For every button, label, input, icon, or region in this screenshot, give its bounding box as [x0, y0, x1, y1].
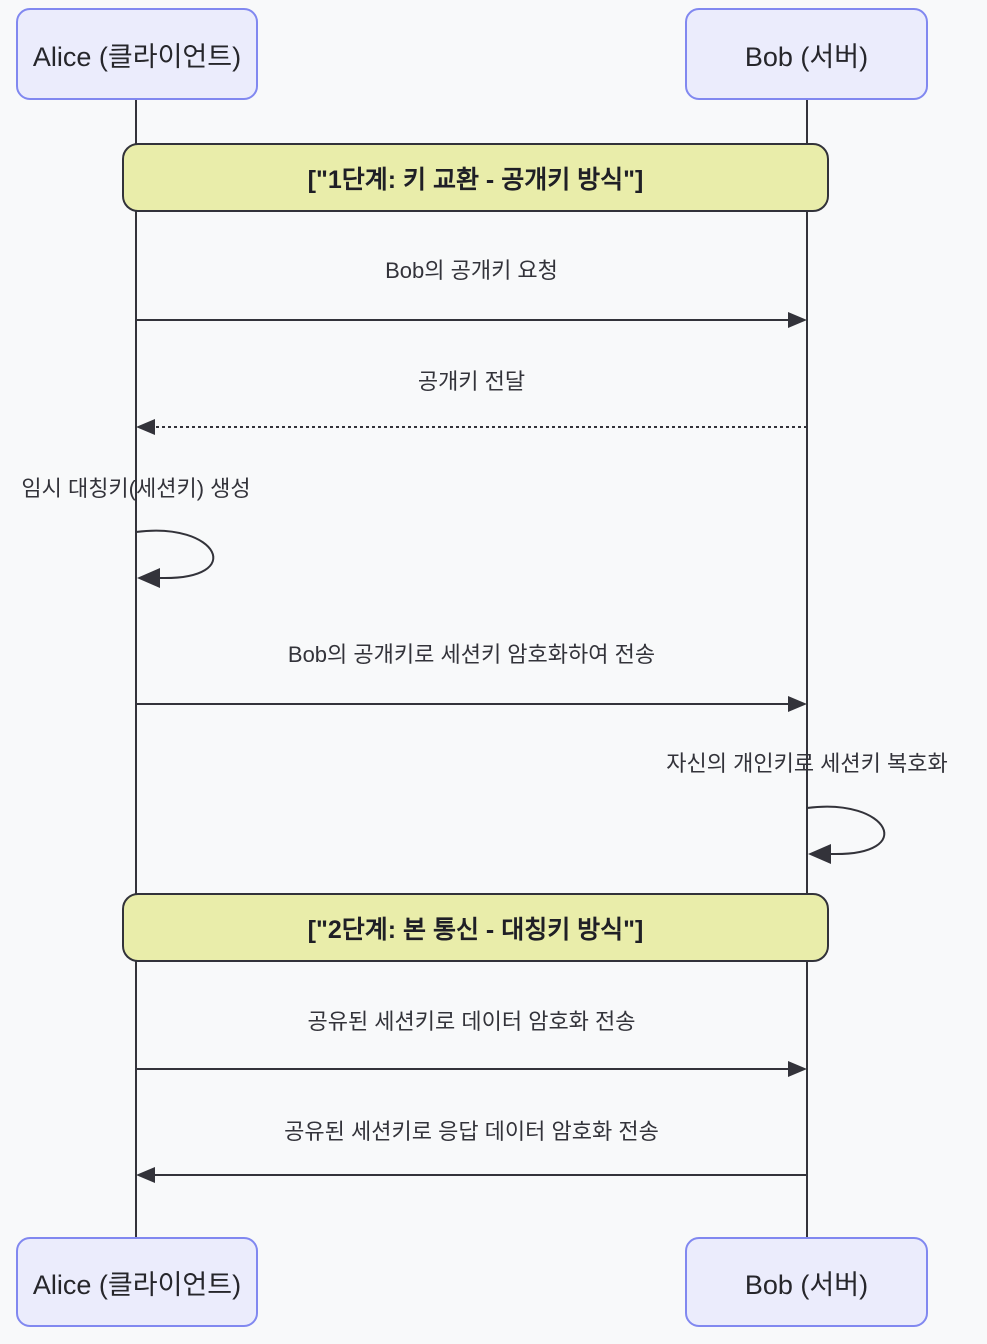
self-loop-bob [806, 805, 886, 856]
message-label-deliver-public-key: 공개키 전달 [417, 369, 526, 394]
message-label-request-public-key: Bob의 공개키 요청 [385, 258, 558, 283]
actor-alice-label: Alice (클라이언트) [32, 41, 242, 72]
section-header-phase1: ["1단계: 키 교환 - 공개키 방식"] [122, 143, 829, 212]
section-header-phase2-label: ["2단계: 본 통신 - 대칭키 방식"] [307, 915, 644, 944]
arrowhead-self-alice-icon [137, 568, 160, 588]
actor-bob-top: Bob (서버) [685, 8, 928, 100]
actor-alice-top: Alice (클라이언트) [16, 8, 258, 100]
arrowhead-left-icon [136, 419, 155, 435]
actor-bob-label: Bob (서버) [744, 41, 869, 72]
self-loop-alice [135, 529, 215, 580]
actor-alice-label: Alice (클라이언트) [32, 1269, 242, 1300]
message-label-generate-session-key: 임시 대칭키(세션키) 생성 [21, 476, 251, 501]
actor-alice-bottom: Alice (클라이언트) [16, 1237, 258, 1327]
message-label-send-encrypted-response: 공유된 세션키로 응답 데이터 암호화 전송 [284, 1119, 659, 1144]
section-header-phase1-label: ["1단계: 키 교환 - 공개키 방식"] [307, 165, 644, 194]
message-label-send-encrypted-session-key: Bob의 공개키로 세션키 암호화하여 전송 [287, 642, 656, 667]
arrowhead-right-icon [788, 696, 807, 712]
arrowhead-right-icon [788, 312, 807, 328]
arrowhead-left-icon [136, 1167, 155, 1183]
section-header-phase2: ["2단계: 본 통신 - 대칭키 방식"] [122, 893, 829, 962]
arrowhead-self-bob-icon [808, 844, 831, 864]
message-label-send-encrypted-data: 공유된 세션키로 데이터 암호화 전송 [307, 1009, 636, 1034]
arrowhead-right-icon [788, 1061, 807, 1077]
actor-bob-label: Bob (서버) [744, 1269, 869, 1300]
message-label-decrypt-session-key: 자신의 개인키로 세션키 복호화 [666, 751, 948, 776]
actor-bob-bottom: Bob (서버) [685, 1237, 928, 1327]
